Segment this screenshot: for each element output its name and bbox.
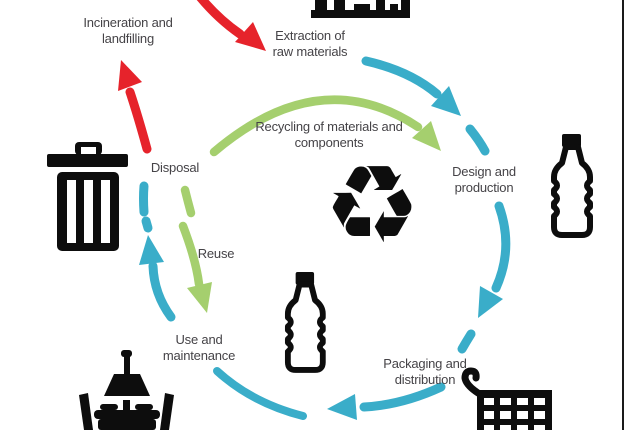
recycle-symbol-icon: ♻ — [323, 143, 421, 268]
arrow-to-extraction-red — [196, 0, 266, 51]
arrow-design-to-packaging — [457, 201, 511, 354]
plastic-bottle-icon — [288, 272, 323, 370]
label-extraction-raw-materials: Extraction of raw materials — [272, 28, 348, 59]
arrow-disposal-to-incineration — [118, 60, 152, 154]
shopping-cart-icon — [461, 367, 552, 430]
plastic-bottle-icon — [554, 134, 590, 235]
label-disposal: Disposal — [150, 160, 200, 175]
label-recycling-materials-components: Recycling of materials and components — [255, 119, 403, 150]
trash-can-icon — [47, 142, 128, 251]
label-reuse: Reuse — [197, 246, 235, 261]
arrow-packaging-to-use — [213, 367, 446, 420]
arrow-extraction-to-design — [361, 56, 490, 156]
label-design-production: Design and production — [452, 164, 516, 195]
furniture-table-lamp-icon — [79, 350, 174, 430]
factory-icon — [311, 0, 410, 18]
arrow-use-to-disposal — [139, 181, 176, 322]
page-edge-line — [622, 0, 624, 430]
arrow-reuse-to-use — [178, 185, 212, 313]
label-incineration-landfilling: Incineration and landfilling — [83, 15, 173, 46]
label-packaging-distribution: Packaging and distribution — [383, 356, 467, 387]
label-use-maintenance: Use and maintenance — [162, 332, 236, 363]
arrow-recycling-to-design — [209, 95, 441, 157]
